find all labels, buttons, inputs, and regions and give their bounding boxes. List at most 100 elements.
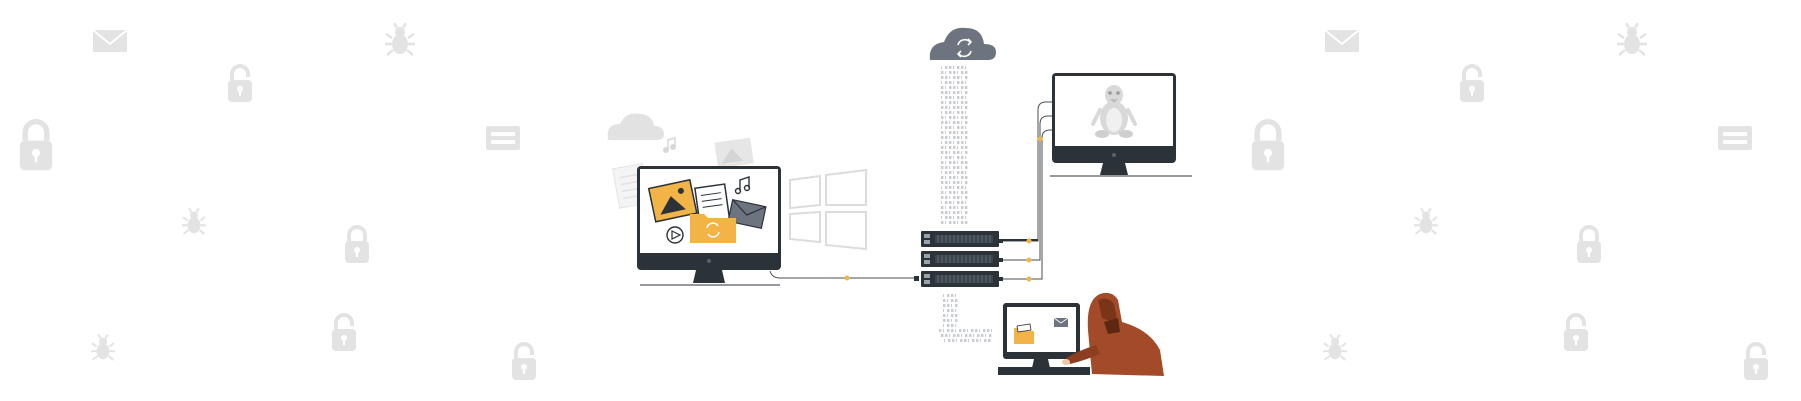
binary-digit-glyph — [965, 101, 968, 104]
bug-icon — [180, 207, 208, 236]
link-server-linux-3 — [1000, 129, 1052, 280]
binary-digit-glyph — [941, 191, 944, 194]
binary-digit-glyph — [949, 91, 950, 94]
binary-digit-glyph — [945, 191, 946, 194]
binary-digit-glyph — [961, 216, 964, 219]
binary-digit-glyph — [988, 339, 991, 342]
binary-digit-glyph — [949, 101, 952, 104]
binary-digit-glyph — [941, 106, 944, 109]
binary-digit-glyph — [941, 161, 944, 164]
binary-digit-glyph — [945, 206, 946, 209]
binary-digit-glyph — [957, 121, 960, 124]
binary-digit-glyph — [957, 171, 960, 174]
binary-digit-glyph — [943, 329, 944, 332]
binary-digit-glyph — [955, 299, 958, 302]
binary-digit-glyph — [957, 221, 958, 224]
binary-digit-glyph — [957, 141, 960, 144]
binary-digit-glyph — [957, 181, 960, 184]
binary-digit-glyph — [965, 211, 968, 214]
link-server-linux-2 — [1000, 115, 1052, 261]
binary-digit-glyph — [965, 161, 968, 164]
binary-digit-glyph — [949, 106, 950, 109]
binary-digit-glyph — [945, 136, 948, 139]
binary-digit-glyph — [945, 201, 948, 204]
binary-digit-glyph — [945, 121, 948, 124]
binary-digit-glyph — [949, 121, 950, 124]
binary-digit-glyph — [945, 91, 948, 94]
bug-icon — [383, 21, 417, 57]
binary-digit-glyph — [957, 106, 960, 109]
binary-digit-glyph — [977, 334, 980, 337]
server-unit — [920, 230, 1000, 248]
binary-digit-glyph — [945, 196, 948, 199]
binary-digit-glyph — [953, 201, 954, 204]
binary-digit-glyph — [979, 329, 980, 332]
server-rack — [920, 230, 1000, 288]
binary-digit-glyph — [957, 71, 958, 74]
envelope-icon — [92, 29, 128, 53]
binary-digit-glyph — [961, 191, 964, 194]
binary-digit-glyph — [945, 106, 948, 109]
binary-digit-glyph — [951, 304, 952, 307]
binary-digit-glyph — [941, 211, 944, 214]
tux-penguin-icon — [1091, 85, 1137, 138]
binary-digit-glyph — [941, 101, 944, 104]
data-packet — [1026, 257, 1032, 263]
open-padlock-icon — [1742, 342, 1770, 382]
faded-cloud-icon — [607, 113, 664, 140]
binary-digit-glyph — [957, 131, 958, 134]
binary-digit-glyph — [953, 126, 954, 129]
binary-digit-glyph — [957, 216, 960, 219]
binary-digit-glyph — [953, 181, 956, 184]
binary-digit-glyph — [941, 181, 944, 184]
binary-digit-glyph — [953, 71, 956, 74]
binary-digit-glyph — [961, 161, 964, 164]
binary-digit-glyph — [964, 339, 967, 342]
binary-digit-glyph — [955, 319, 958, 322]
binary-digit-glyph — [972, 339, 975, 342]
binary-digit-glyph — [965, 166, 968, 169]
binary-digit-glyph — [951, 319, 952, 322]
binary-digit-glyph — [951, 314, 954, 317]
binary-digit-glyph — [975, 329, 978, 332]
binary-digit-glyph — [941, 166, 944, 169]
binary-digit-glyph — [957, 116, 958, 119]
binary-digit-glyph — [961, 196, 962, 199]
binary-digit-glyph — [965, 181, 968, 184]
binary-digit-glyph — [956, 339, 957, 342]
background-pattern-right — [1252, 21, 1770, 382]
binary-digit-glyph — [941, 196, 944, 199]
attacker-workstation — [998, 303, 1090, 375]
binary-digit-glyph — [949, 141, 952, 144]
binary-digit-glyph — [961, 96, 964, 99]
binary-digit-glyph — [963, 329, 966, 332]
background-pattern-left — [20, 21, 538, 382]
binary-digit-glyph — [953, 191, 956, 194]
binary-digit-glyph — [957, 196, 960, 199]
binary-digit-glyph — [941, 121, 944, 124]
binary-digit-glyph — [945, 334, 948, 337]
link-server-linux-1 — [1000, 101, 1052, 242]
binary-digit-glyph — [957, 136, 960, 139]
connector-plug — [999, 277, 1003, 281]
binary-digit-glyph — [941, 141, 942, 144]
binary-digit-glyph — [961, 334, 962, 337]
binary-digit-glyph — [949, 206, 952, 209]
binary-digit-glyph — [968, 339, 969, 342]
binary-digit-glyph — [961, 156, 964, 159]
binary-digit-glyph — [945, 81, 948, 84]
binary-digit-glyph — [945, 101, 946, 104]
binary-digit-glyph — [941, 206, 944, 209]
binary-digit-glyph — [957, 156, 960, 159]
binary-digit-glyph — [967, 329, 968, 332]
binary-digit-glyph — [957, 176, 958, 179]
binary-digit-glyph — [961, 201, 964, 204]
binary-digit-glyph — [953, 221, 956, 224]
binary-digit-glyph — [945, 66, 948, 69]
binary-digit-glyph — [953, 186, 954, 189]
binary-digit-glyph — [947, 299, 948, 302]
binary-digit-glyph — [965, 76, 968, 79]
binary-digit-glyph — [944, 339, 945, 342]
binary-digit-glyph — [961, 151, 962, 154]
binary-digit-glyph — [957, 211, 960, 214]
